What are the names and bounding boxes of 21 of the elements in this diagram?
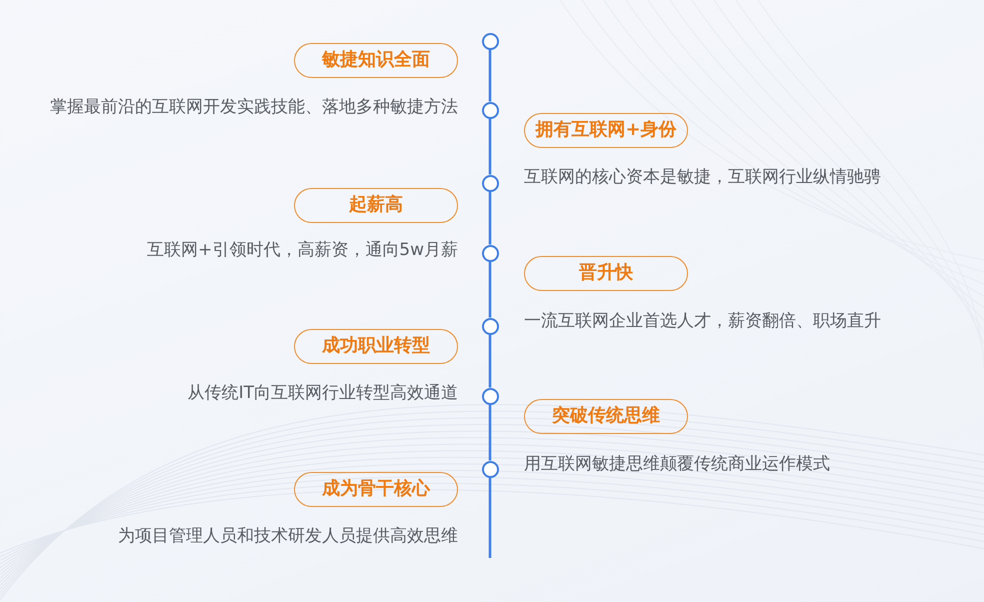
description-text: 互联网的核心资本是敏捷，互联网行业纵情驰骋 <box>524 166 881 188</box>
description-text: 互联网+引领时代，高薪资，通向5w月薪 <box>147 239 458 261</box>
description-text: 用互联网敏捷思维颠覆传统商业运作模式 <box>524 453 830 475</box>
timeline-line <box>488 50 492 102</box>
heading-pill: 突破传统思维 <box>524 399 688 434</box>
timeline-line <box>488 334 492 388</box>
description-text: 为项目管理人员和技术研发人员提供高效思维 <box>118 525 458 547</box>
heading-pill: 拥有互联网+身份 <box>524 113 688 148</box>
heading-pill: 成为骨干核心 <box>294 472 458 507</box>
timeline-line <box>488 118 492 174</box>
timeline-line <box>488 262 492 318</box>
timeline-line <box>488 478 492 558</box>
description-text: 从传统IT向互联网行业转型高效通道 <box>188 382 458 404</box>
heading-pill: 敏捷知识全面 <box>294 43 458 78</box>
heading-pill: 成功职业转型 <box>294 329 458 364</box>
timeline-line <box>488 192 492 244</box>
description-text: 一流互联网企业首选人才，薪资翻倍、职场直升 <box>524 310 881 332</box>
description-text: 掌握最前沿的互联网开发实践技能、落地多种敏捷方法 <box>50 96 458 118</box>
heading-pill: 起薪高 <box>294 188 458 223</box>
heading-pill: 晋升快 <box>524 256 688 291</box>
timeline-line <box>488 404 492 460</box>
